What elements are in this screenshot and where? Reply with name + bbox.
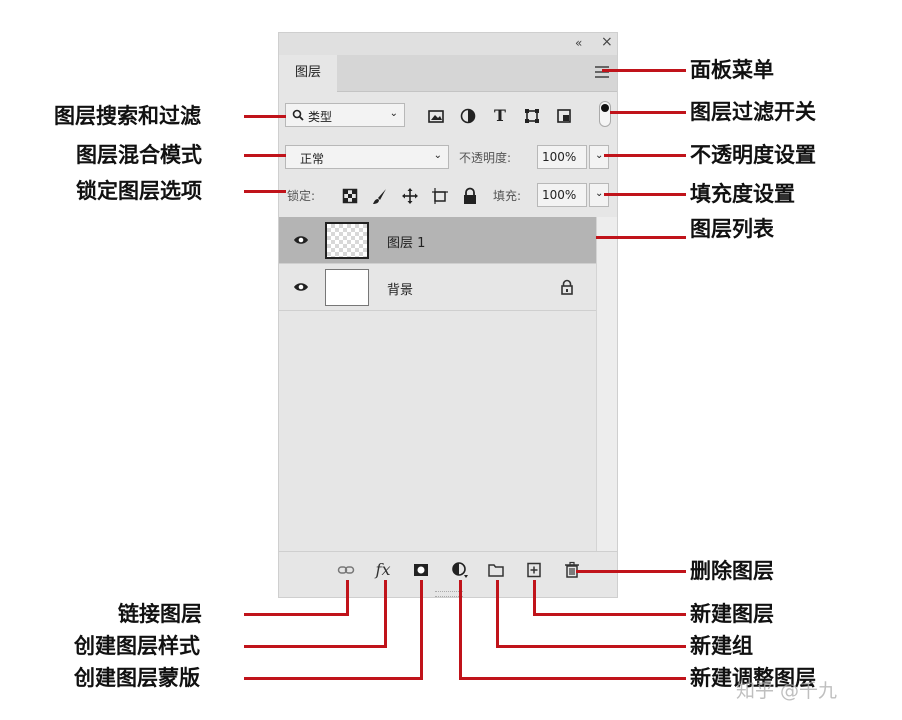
annotation-line [244,645,387,648]
annotation-line [244,115,286,118]
annotation-line [420,580,423,680]
mask-icon[interactable] [412,561,430,579]
layer-name: 图层 1 [387,236,426,251]
fill-label: 填充: [493,189,522,203]
watermark: 知乎 @千九 [736,680,838,702]
image-filter-icon[interactable] [427,107,445,125]
annotation-line [610,111,686,114]
label-layer-style: 创建图层样式 [74,634,200,658]
blend-mode-value: 正常 [300,152,325,166]
label-layer-list: 图层列表 [690,217,774,241]
label-layer-filter-toggle: 图层过滤开关 [690,100,816,124]
annotation-line [346,580,349,616]
annotation-line [459,677,686,680]
annotation-line [533,580,536,616]
layer-row[interactable]: 图层 1 [279,217,599,264]
layer-list-scrollbar[interactable] [596,217,617,552]
panel-tab-row: 图层 [279,55,617,92]
annotation-line [602,69,686,72]
blend-mode-select[interactable]: 正常 ⌄ [285,145,449,169]
layers-panel: « × 图层 类型 ⌄ T 正常 ⌄ 不透明度: 100% ⌄ [278,32,618,598]
smart-object-filter-icon[interactable] [555,107,573,125]
label-opacity-setting: 不透明度设置 [690,143,816,167]
opacity-value: 100% [542,150,577,164]
folder-icon[interactable] [487,561,505,579]
label-blend-mode: 图层混合模式 [76,143,202,167]
label-fill-setting: 填充度设置 [690,182,795,206]
label-delete-layer: 删除图层 [690,559,774,583]
label-layer-mask: 创建图层蒙版 [74,666,200,690]
label-new-group: 新建组 [690,634,753,658]
annotation-line [244,677,423,680]
chevron-down-icon: ⌄ [595,188,604,199]
lock-label: 锁定: [287,189,316,203]
label-link-layers: 链接图层 [118,602,202,626]
new-layer-icon[interactable] [525,561,543,579]
blend-row: 正常 ⌄ 不透明度: 100% ⌄ [279,143,617,171]
filter-type-value: 类型 [308,110,333,124]
adjustment-filter-icon[interactable] [459,107,477,125]
annotation-line [496,580,499,648]
opacity-label: 不透明度: [459,151,512,165]
opacity-input[interactable]: 100% [537,145,587,169]
panel-menu-icon[interactable] [595,66,609,78]
lock-transparent-pixels-icon[interactable] [341,187,359,205]
annotation-line [496,645,686,648]
lock-all-icon[interactable] [461,187,479,205]
layer-row[interactable]: 背景 [279,264,599,311]
chevron-down-icon: ⌄ [595,150,604,161]
text-filter-icon[interactable]: T [494,106,506,125]
lock-artboard-icon[interactable] [431,187,449,205]
fill-input[interactable]: 100% [537,183,587,207]
opacity-dropdown[interactable]: ⌄ [589,145,609,169]
annotation-line [384,580,387,648]
chevron-down-icon: ⌄ [389,108,398,119]
search-icon [292,109,304,121]
collapse-icon[interactable]: « [575,36,583,50]
annotation-line [459,580,462,680]
adjustment-layer-icon[interactable] [451,561,469,579]
filter-toggle-switch[interactable] [599,101,611,127]
label-lock-options: 锁定图层选项 [76,179,202,203]
lock-icon[interactable] [559,279,575,295]
label-panel-menu: 面板菜单 [690,58,774,82]
annotation-line [596,236,686,239]
annotation-line [604,154,686,157]
annotation-line [244,154,286,157]
layer-thumbnail [325,269,369,306]
link-icon[interactable] [337,561,355,579]
shape-filter-icon[interactable] [523,107,541,125]
fill-value: 100% [542,188,577,202]
panel-titlebar: « × [279,33,617,55]
eye-icon[interactable] [293,279,309,295]
chevron-down-icon: ⌄ [433,150,442,161]
eye-icon[interactable] [293,232,309,248]
annotation-line [533,613,686,616]
lock-image-pixels-icon[interactable] [371,187,389,205]
panel-bottom-toolbar: fx [279,551,617,588]
resize-grip[interactable] [435,591,463,597]
label-new-adjustment-layer: 新建调整图层 [690,666,816,690]
layer-thumbnail [325,222,369,259]
layer-name: 背景 [387,283,414,298]
label-new-layer: 新建图层 [690,602,774,626]
filter-row: 类型 ⌄ T [279,101,617,129]
tab-layers[interactable]: 图层 [279,55,337,92]
annotation-line [576,570,686,573]
fx-icon[interactable]: fx [375,560,391,579]
annotation-line [604,193,686,196]
close-icon[interactable]: × [601,34,613,50]
lock-row: 锁定: 填充: 100% ⌄ [279,181,617,209]
lock-position-icon[interactable] [401,187,419,205]
filter-type-select[interactable]: 类型 ⌄ [285,103,405,127]
label-layer-filter-search: 图层搜索和过滤 [54,104,201,128]
annotation-line [244,613,349,616]
annotation-line [244,190,286,193]
